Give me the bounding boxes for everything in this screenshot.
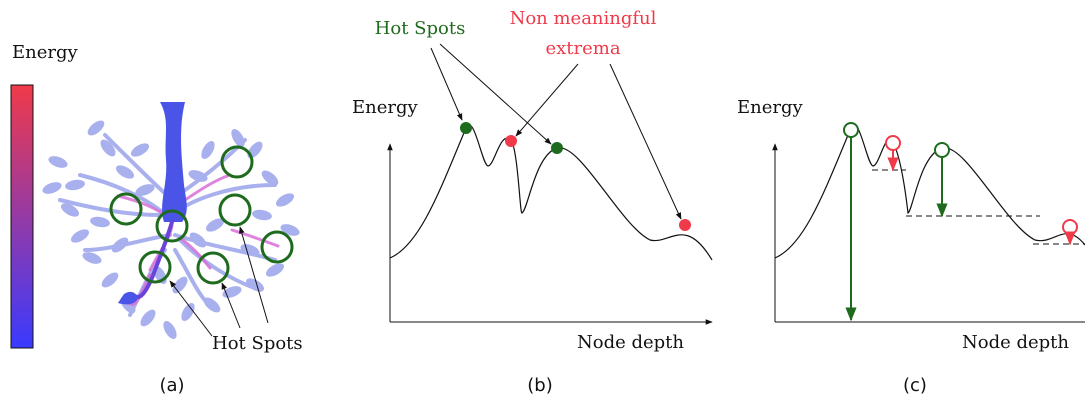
energy-colorbar — [10, 84, 34, 349]
extrema-label-line2: extrema — [545, 38, 620, 59]
energy-curve-c — [774, 124, 1085, 259]
hot-spot-circle — [109, 192, 143, 226]
extrema-marker-c — [1062, 219, 1078, 235]
tree-illustration — [42, 102, 300, 340]
panel-c: Energy Node depth (c) — [737, 97, 1085, 396]
caption-a: (a) — [159, 375, 184, 396]
dashed-levels-c — [872, 169, 1085, 245]
hot-spot-circle — [196, 251, 230, 285]
hot-spots-label-a: Hot Spots — [212, 333, 303, 354]
y-label-c: Energy — [737, 97, 804, 118]
hot-spot-circle — [138, 250, 172, 284]
extrema-label-line1: Non meaningful — [510, 8, 657, 29]
hot-spots-arrows-a — [169, 226, 269, 337]
extrema-point — [505, 135, 517, 147]
annotation-arrows-b — [430, 43, 682, 220]
hot-spot-marker-c — [843, 122, 859, 138]
hot-spot-marker-c — [934, 142, 950, 158]
hot-spots-label-b: Hot Spots — [375, 18, 466, 39]
caption-b: (b) — [527, 375, 552, 396]
tree-trunk — [160, 102, 187, 222]
hot-spot-point — [460, 122, 472, 134]
extrema-point — [679, 219, 691, 231]
panel-b: Energy Node depth Hot Spots Non meaningf… — [352, 8, 713, 396]
x-label-b: Node depth — [577, 332, 684, 353]
x-label-c: Node depth — [962, 332, 1069, 353]
hot-spot-circle — [260, 230, 294, 264]
panel-a: Energy — [10, 42, 303, 396]
tree-root-tip — [118, 291, 138, 305]
hot-spot-circle — [220, 145, 254, 179]
y-label-b: Energy — [352, 97, 419, 118]
hot-spot-circle — [155, 209, 189, 243]
caption-c: (c) — [903, 375, 927, 396]
extrema-marker-c — [885, 135, 901, 151]
hot-spot-circles — [109, 145, 294, 285]
energy-curve-b — [389, 124, 713, 261]
hot-spot-point — [551, 142, 563, 154]
hot-spot-circle — [218, 193, 252, 227]
colorbar-label: Energy — [12, 42, 79, 63]
